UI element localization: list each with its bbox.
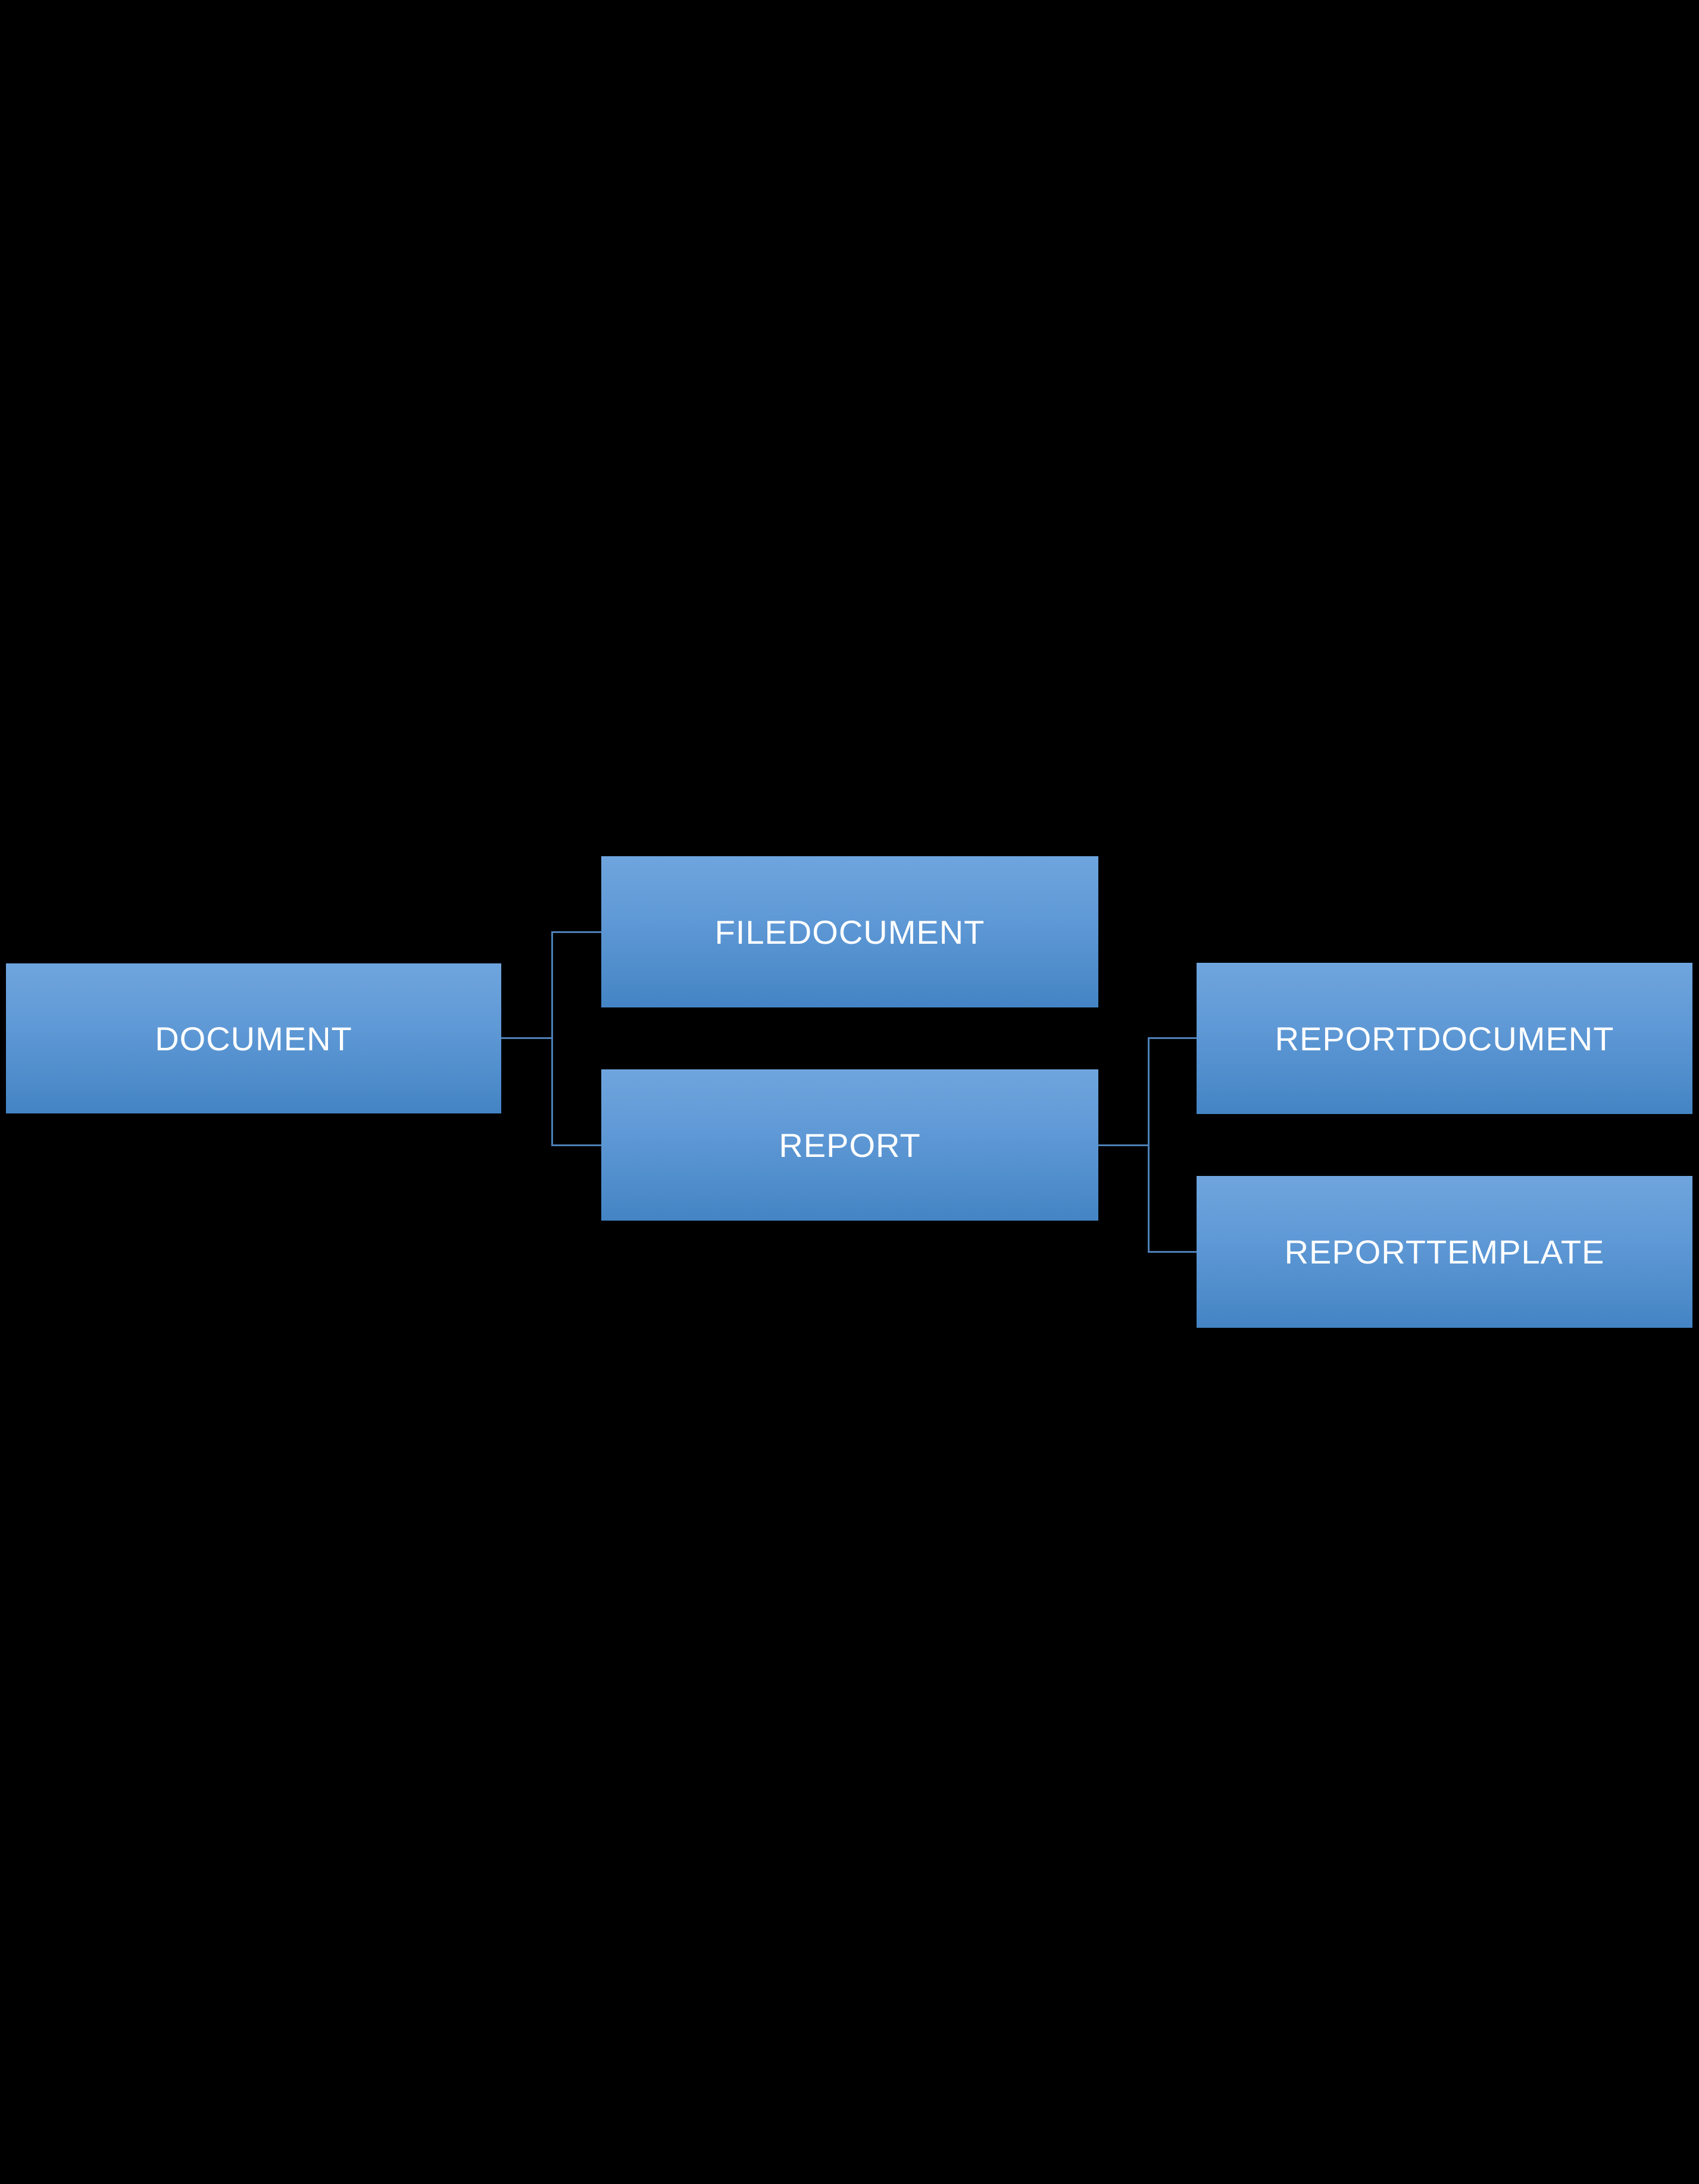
- connector-document-trunk: [501, 1037, 553, 1039]
- node-filedocument[interactable]: FILEDOCUMENT: [601, 856, 1098, 1007]
- connector-to-reportdocument: [1148, 1037, 1197, 1039]
- node-document-label: DOCUMENT: [155, 1019, 352, 1057]
- connector-right-vertical: [1148, 1037, 1150, 1253]
- connector-left-vertical: [551, 931, 553, 1146]
- connector-to-filedocument: [551, 931, 601, 933]
- node-reportdocument[interactable]: REPORTDOCUMENT: [1197, 963, 1692, 1114]
- connector-to-report: [551, 1144, 601, 1146]
- node-reporttemplate-label: REPORTTEMPLATE: [1284, 1233, 1605, 1271]
- connector-to-reporttemplate: [1148, 1251, 1197, 1253]
- node-report-label: REPORT: [779, 1126, 921, 1164]
- node-filedocument-label: FILEDOCUMENT: [714, 913, 985, 951]
- connector-report-trunk: [1098, 1144, 1150, 1146]
- node-reporttemplate[interactable]: REPORTTEMPLATE: [1197, 1176, 1692, 1328]
- node-document[interactable]: DOCUMENT: [6, 963, 501, 1113]
- node-report[interactable]: REPORT: [601, 1069, 1098, 1221]
- node-reportdocument-label: REPORTDOCUMENT: [1275, 1019, 1614, 1057]
